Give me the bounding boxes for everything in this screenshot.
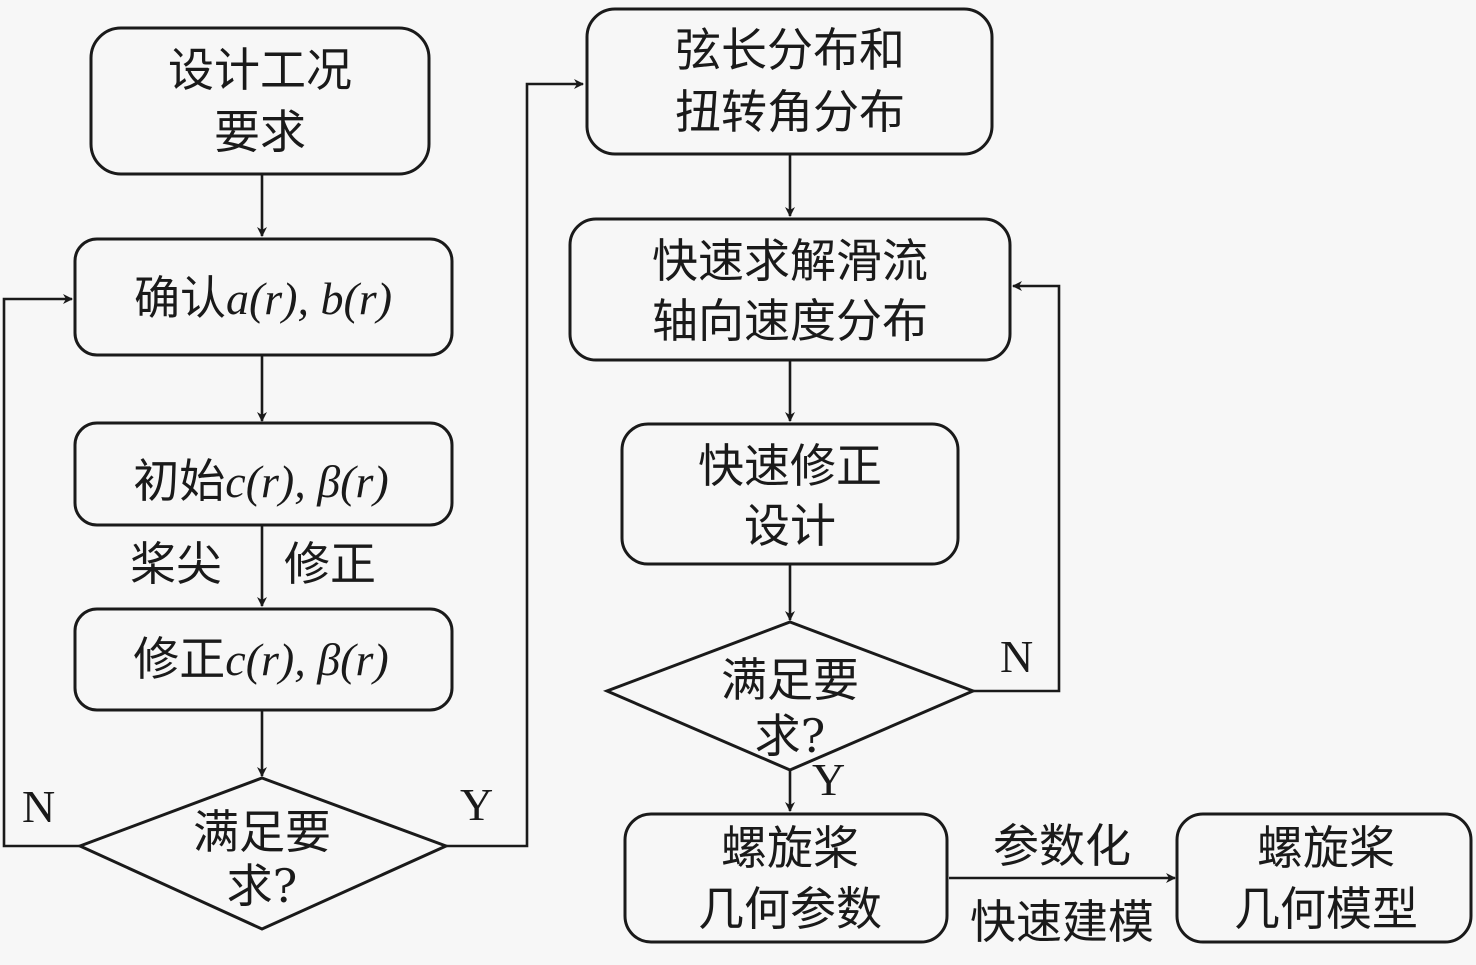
node-line: 螺旋桨 (721, 821, 859, 875)
node-propeller-model: 螺旋桨 几何模型 (1175, 812, 1473, 944)
decision-diamond (76, 776, 450, 931)
edge-label-yes-left: Y (460, 779, 493, 830)
node-line: 要求 (214, 105, 306, 159)
edge-label-tip: 桨尖 (130, 537, 222, 591)
node-line: 弦长分布和 (675, 23, 905, 77)
node-line: 快速修正 (698, 439, 882, 493)
node-box (73, 607, 454, 712)
edge-left-no-loop (2, 294, 80, 848)
node-design-requirements: 设计工况 要求 (89, 26, 431, 176)
node-label-math: c(r), β(r) (225, 456, 388, 507)
node-box (73, 421, 454, 527)
node-line: 设计工况 (168, 43, 352, 97)
decision-right: 满足要 求? (602, 620, 978, 772)
node-initial-c-beta: 初始c(r), β(r) (73, 421, 454, 527)
node-label: 初始c(r), β(r) (133, 454, 388, 508)
decision-line: 求? (755, 709, 826, 763)
node-box (620, 422, 960, 566)
node-box (568, 217, 1012, 362)
node-line: 设计 (744, 499, 836, 553)
node-line: 螺旋桨 (1257, 821, 1395, 875)
node-propeller-params: 螺旋桨 几何参数 (623, 812, 949, 944)
node-line: 几何参数 (698, 882, 882, 936)
decision-diamond (602, 620, 978, 772)
node-label-prefix: 初始 (133, 454, 225, 508)
node-quick-fix: 快速修正 设计 (620, 422, 960, 566)
node-line: 快速求解滑流 (652, 234, 928, 288)
node-line: 几何模型 (1234, 882, 1418, 936)
decision-left: 满足要 求? (76, 776, 450, 931)
edge-label-parametrize: 参数化 (993, 819, 1131, 873)
node-confirm-ab: 确认a(r), b(r) (73, 237, 454, 357)
edge-label-yes-right: Y (812, 754, 845, 805)
node-label-prefix: 确认 (134, 271, 226, 325)
edge-label-rapid-modeling: 快速建模 (970, 895, 1154, 949)
node-label-math: a(r), b(r) (226, 273, 392, 324)
node-chord-twist: 弦长分布和 扭转角分布 (585, 7, 994, 156)
edge-label-no-left: N (22, 781, 55, 832)
node-label: 修正c(r), β(r) (133, 632, 388, 686)
edge-label-correction: 修正 (284, 537, 376, 591)
node-line: 轴向速度分布 (652, 294, 928, 348)
node-box (73, 237, 454, 357)
node-solve-slipstream: 快速求解滑流 轴向速度分布 (568, 217, 1012, 362)
edges (2, 79, 1176, 883)
node-box (585, 7, 994, 156)
decision-line: 满足要 (193, 805, 331, 859)
node-label-math: c(r), β(r) (225, 634, 388, 685)
node-line: 扭转角分布 (675, 85, 905, 139)
edge-label-no-right: N (1000, 631, 1033, 682)
edge-right-no-loop (973, 281, 1061, 693)
edge-left-yes-to-chord (446, 79, 584, 848)
node-box (1175, 812, 1473, 944)
node-box (623, 812, 949, 944)
node-label-prefix: 修正 (133, 632, 225, 686)
node-box (89, 26, 431, 176)
decision-line: 求? (227, 859, 298, 913)
node-label: 确认a(r), b(r) (134, 271, 392, 325)
decision-line: 满足要 (721, 653, 859, 707)
node-corrected-c-beta: 修正c(r), β(r) (73, 607, 454, 712)
